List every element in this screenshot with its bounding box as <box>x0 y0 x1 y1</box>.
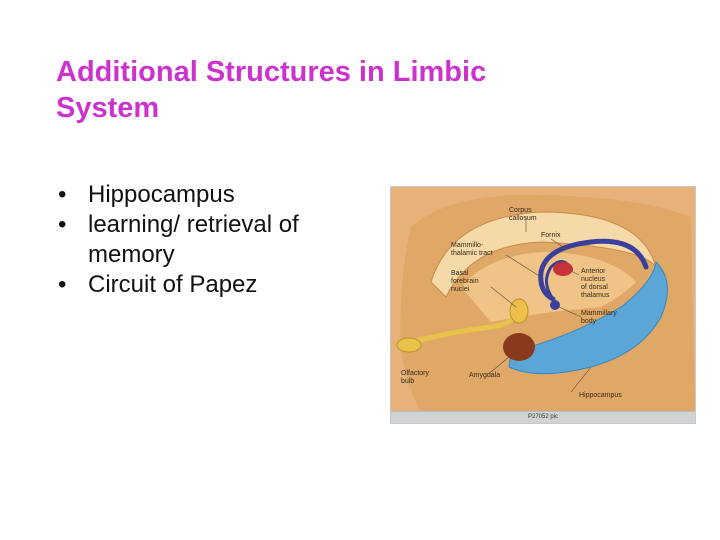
label-anterior-nucleus-3: of dorsal <box>581 284 608 291</box>
leader-lines <box>490 217 592 393</box>
label-anterior-nucleus-2: nucleus <box>581 276 606 283</box>
label-mammillary-body-2: body <box>581 318 597 325</box>
bullet-list: • Hippocampus • learning/ retrieval of m… <box>58 180 378 300</box>
bullet-text: learning/ retrieval of memory <box>88 211 299 268</box>
olfactory-bulb-shape <box>396 337 422 353</box>
basal-forebrain-shape <box>509 298 529 324</box>
bullet-item: • Hippocampus <box>58 180 378 210</box>
bullet-marker: • <box>58 211 67 238</box>
fornix-shape <box>538 238 649 302</box>
label-corpus-callosum-2: callosum <box>509 215 537 222</box>
bullet-text: Hippocampus <box>88 181 235 208</box>
label-olfactory-bulb: Olfactory <box>401 370 430 377</box>
label-anterior-nucleus-4: thalamus <box>581 292 610 299</box>
label-mammillothalamic: Mammillo- <box>451 242 484 249</box>
label-mammillary-body: Mammillary <box>581 310 617 317</box>
figure-caption-bar <box>391 411 695 423</box>
bullet-marker: • <box>58 271 67 298</box>
bullet-item: • learning/ retrieval of memory <box>58 210 378 270</box>
label-basal-forebrain: Basal <box>451 270 469 277</box>
mammillary-body-shape <box>550 300 560 310</box>
label-basal-forebrain-3: nuclei <box>451 286 470 293</box>
limbic-illustration: Corpus callosum Fornix Mammillo- thalami… <box>391 187 695 412</box>
label-fornix: Fornix <box>541 232 561 239</box>
label-olfactory-bulb-2: bulb <box>401 378 414 385</box>
label-amygdala: Amygdala <box>469 372 500 379</box>
slide-title: Additional Structures in Limbic System <box>56 54 616 126</box>
figure-caption: P27052 pic <box>527 414 559 420</box>
label-anterior-nucleus: Anterior <box>581 268 606 275</box>
bullet-item: • Circuit of Papez <box>58 270 378 300</box>
bullet-marker: • <box>58 181 67 208</box>
bullet-text: Circuit of Papez <box>88 271 258 298</box>
limbic-system-figure: Corpus callosum Fornix Mammillo- thalami… <box>390 186 696 424</box>
label-mammillothalamic-2: thalamic tract <box>451 250 493 257</box>
label-corpus-callosum: Corpus <box>509 207 532 214</box>
amygdala-shape <box>503 333 535 361</box>
label-hippocampus: Hippocampus <box>579 392 622 399</box>
hippocampus-shape <box>508 260 668 375</box>
olfactory-tract-shape <box>408 312 519 345</box>
label-basal-forebrain-2: forebrain <box>451 278 479 285</box>
slide-title-line-2: System <box>56 92 160 124</box>
anterior-nucleus-shape <box>553 262 573 276</box>
slide-title-line-1: Additional Structures in Limbic <box>56 56 487 88</box>
